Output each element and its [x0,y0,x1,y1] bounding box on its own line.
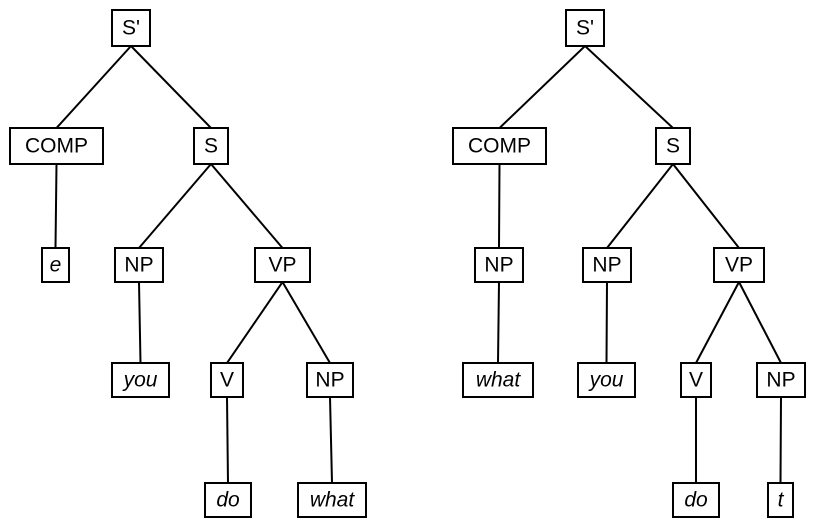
tree-edge [225,395,230,485]
node-box [654,126,692,166]
node-label: t [778,489,785,512]
tree-node-do[interactable]: do [671,481,721,519]
tree-node-np[interactable]: NP [305,361,355,399]
node-label: COMP [25,135,88,158]
tree-node-what[interactable]: what [461,361,535,399]
node-label: you [588,369,624,392]
node-box [581,246,633,284]
node-label: V [220,369,234,392]
node-box [8,126,105,166]
tree-node-do[interactable]: do [203,481,253,519]
node-label: S' [122,17,140,40]
node-label: do [216,489,240,512]
node-box [473,246,525,284]
node-label: what [476,369,522,392]
tree-node-v[interactable]: V [209,361,245,399]
tree-node-np[interactable]: NP [755,361,807,399]
node-box [296,481,368,519]
tree-edge [209,162,284,250]
node-box [209,361,245,399]
node-box [671,481,721,519]
node-box [40,246,71,284]
node-box [576,361,637,399]
tree-edge [137,162,213,250]
tree-node-e[interactable]: e [40,246,71,284]
tree-node-comp[interactable]: COMP [8,126,105,166]
tree-node-sbar[interactable]: S' [110,8,152,48]
tree-node-t[interactable]: t [766,481,795,519]
node-label: you [122,369,158,392]
tree-node-v[interactable]: V [679,361,713,399]
node-label: S [666,135,680,158]
tree-edge [671,162,741,250]
tree-edge [328,395,334,485]
tree-edge [694,280,741,365]
surface-structure-tree-nodes: S' COMP S NP NP VP what you V NP do t [451,8,807,519]
node-box [110,361,171,399]
node-label: NP [592,254,621,277]
tree-edge [129,44,213,130]
node-label: what [310,489,356,512]
tree-edge [498,44,587,130]
node-label: COMP [468,135,531,158]
tree-node-what[interactable]: what [296,481,368,519]
node-box [253,246,312,284]
tree-node-s[interactable]: S [654,126,692,166]
tree-node-s[interactable]: S [192,126,230,166]
node-label: NP [124,254,153,277]
node-label: S' [576,17,594,40]
tree-node-sbar[interactable]: S' [564,8,606,48]
node-label: do [684,489,708,512]
tree-edge [605,280,609,365]
node-box [203,481,253,519]
tree-node-vp[interactable]: VP [253,246,312,284]
node-label: e [50,254,62,277]
node-box [192,126,230,166]
tree-node-np[interactable]: NP [581,246,633,284]
tree-node-np[interactable]: NP [473,246,525,284]
tree-node-you[interactable]: you [576,361,637,399]
tree-node-comp[interactable]: COMP [451,126,548,166]
tree-edge [779,395,783,485]
node-box [451,126,548,166]
node-label: NP [484,254,513,277]
node-box [679,361,713,399]
node-box [564,8,606,48]
tree-edge [281,280,332,365]
node-box [113,246,165,284]
tree-edge [737,280,783,365]
edges-layer [54,44,783,485]
surface-structure-tree-edges [496,44,783,485]
node-box [766,481,795,519]
node-label: S [204,135,218,158]
node-label: NP [315,369,344,392]
node-box [461,361,535,399]
tree-edge [496,280,501,365]
node-box [755,361,807,399]
node-box [110,8,152,48]
node-box [305,361,355,399]
tree-node-you[interactable]: you [110,361,171,399]
node-label: NP [766,369,795,392]
tree-edge [605,162,675,250]
tree-node-np[interactable]: NP [113,246,165,284]
tree-edge [137,280,142,365]
tree-edge [54,162,58,250]
node-label: V [689,369,703,392]
tree-node-vp[interactable]: VP [712,246,766,284]
node-label: VP [268,254,296,277]
tree-edge [225,280,284,365]
deep-structure-tree-edges [54,44,334,485]
node-box [712,246,766,284]
tree-edge [583,44,675,130]
tree-edge [497,162,501,250]
node-label: VP [725,254,753,277]
tree-edge [55,44,133,130]
